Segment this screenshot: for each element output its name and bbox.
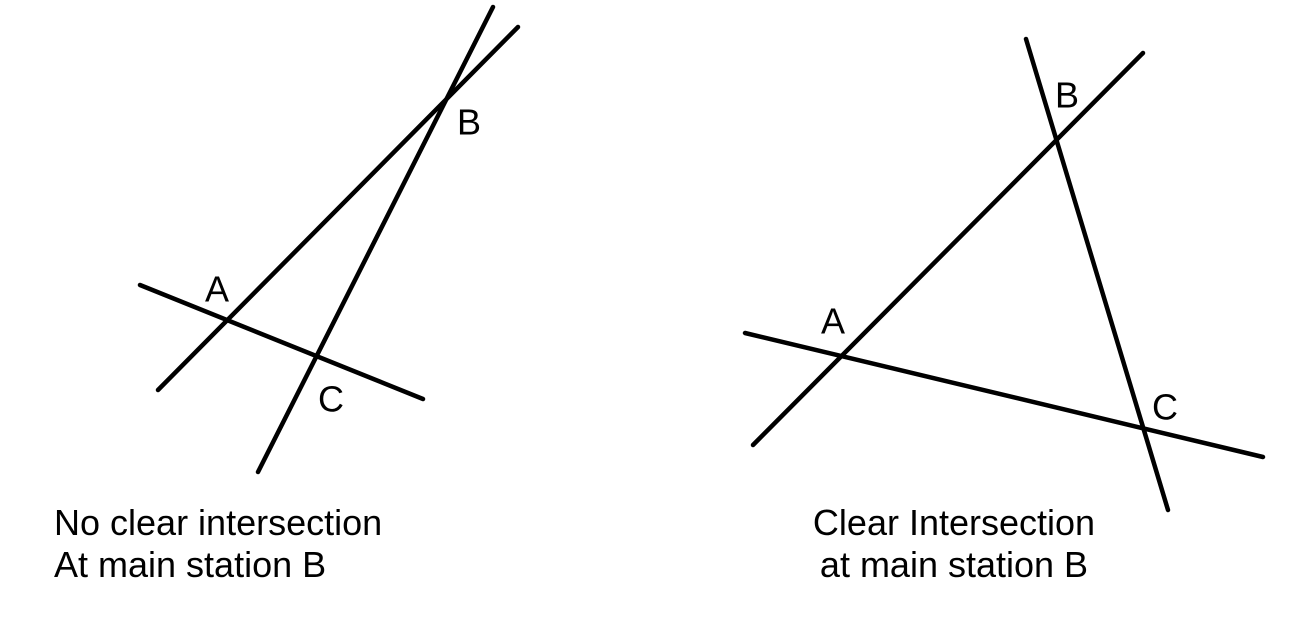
clear-intersection-figure-station-label-A: A xyxy=(821,301,845,342)
caption-line-1: No clear intersection xyxy=(54,502,383,543)
clear-intersection-figure-ray-through-A-B xyxy=(750,50,1146,448)
no-clear-intersection-figure-station-label-A: A xyxy=(205,269,229,310)
caption-clear-intersection: Clear Intersection at main station B xyxy=(792,502,1116,586)
no-clear-intersection-figure: A B C xyxy=(137,4,521,475)
no-clear-intersection-figure-station-label-B: B xyxy=(457,102,481,143)
no-clear-intersection-figure-ray-through-A-C xyxy=(137,282,426,402)
clear-intersection-figure-station-label-C: C xyxy=(1152,387,1178,428)
no-clear-intersection-figure-ray-through-A-B xyxy=(155,24,521,393)
no-clear-intersection-figure-station-label-C: C xyxy=(318,379,344,420)
caption-line-2: At main station B xyxy=(54,544,327,585)
clear-intersection-figure-station-label-B: B xyxy=(1055,75,1079,116)
caption-no-clear-intersection: No clear intersection At main station B xyxy=(54,502,382,586)
no-clear-intersection-figure-ray-through-B-C xyxy=(255,4,496,475)
clear-intersection-figure-ray-through-A-C xyxy=(742,330,1266,460)
caption-line-2: at main station B xyxy=(819,544,1089,585)
clear-intersection-figure: A B C xyxy=(742,36,1266,513)
clear-intersection-figure-ray-through-B-C xyxy=(1023,36,1171,513)
caption-line-1: Clear Intersection xyxy=(812,502,1096,543)
